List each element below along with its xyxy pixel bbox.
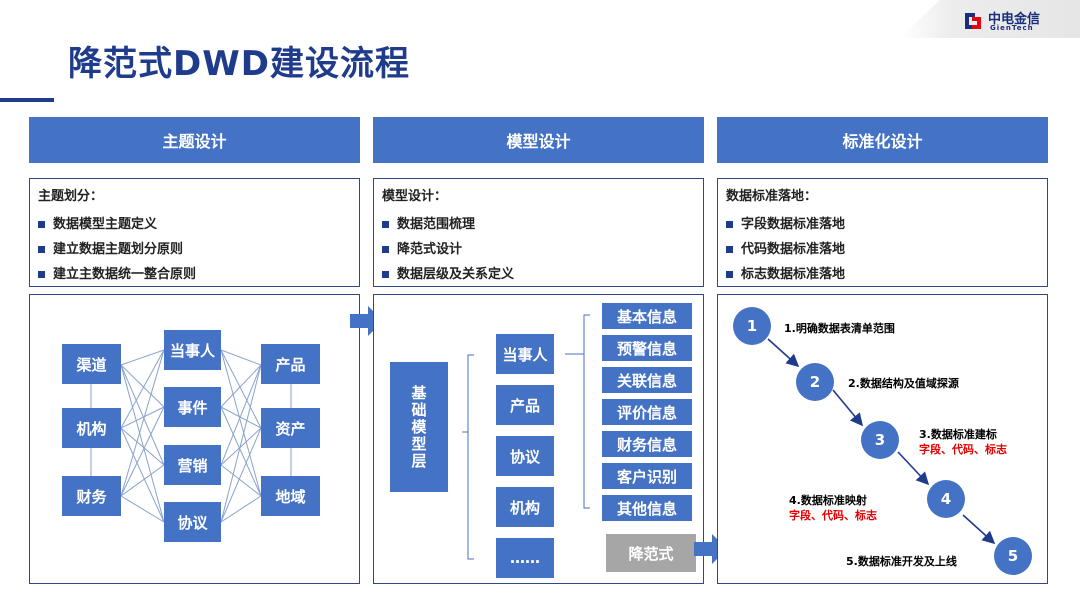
logo-text-en: GienTech <box>990 24 1034 32</box>
desc-box-model: 模型设计： 数据范围梳理 降范式设计 数据层级及关系定义 <box>373 178 704 287</box>
standard-panel: 1 1.明确数据表清单范围 2 2.数据结构及值域探源 3 3.数据标准建标 字… <box>717 294 1048 584</box>
step-number-2: 2 <box>796 363 834 401</box>
column-header-standard: 标准化设计 <box>717 117 1048 163</box>
list-item-text: 代码数据标准落地 <box>741 241 846 257</box>
logo-mark-icon <box>965 13 981 29</box>
column-header-subject: 主题设计 <box>29 117 360 163</box>
entity-institution: 机构 <box>496 487 554 527</box>
title-underline <box>0 98 54 102</box>
list-item: 数据层级及关系定义 <box>382 262 703 287</box>
list-item-text: 建立主数据统一整合原则 <box>53 266 197 282</box>
info-warning: 预警信息 <box>602 335 692 361</box>
bullet-square-icon <box>38 271 45 278</box>
company-logo: 中电金信 GienTech <box>962 8 1048 34</box>
info-other: 其他信息 <box>602 495 692 521</box>
bullet-square-icon <box>382 271 389 278</box>
list-item: 数据模型主题定义 <box>38 212 359 237</box>
node-institution: 机构 <box>62 408 121 448</box>
bullet-square-icon <box>382 246 389 253</box>
page-title: 降范式DWD建设流程 <box>68 44 410 84</box>
bullet-square-icon <box>726 271 733 278</box>
desc-title: 模型设计： <box>382 189 448 204</box>
step-number-5: 5 <box>994 537 1032 575</box>
list-item: 字段数据标准落地 <box>726 212 1047 237</box>
step-number-3: 3 <box>861 421 899 459</box>
bullet-square-icon <box>726 246 733 253</box>
list-item-text: 字段数据标准落地 <box>741 216 846 232</box>
step-number-4: 4 <box>927 480 965 518</box>
step-detail-3: 字段、代码、标志 <box>919 443 1007 456</box>
list-item-text: 数据模型主题定义 <box>53 216 158 232</box>
node-product: 产品 <box>261 344 320 384</box>
list-item: 标志数据标准落地 <box>726 262 1047 287</box>
step-number-1: 1 <box>733 307 771 345</box>
desc-title: 主题划分： <box>38 189 104 204</box>
step-label-1: 1.明确数据表清单范围 <box>784 322 895 335</box>
info-customer-id: 客户识别 <box>602 463 692 489</box>
node-region: 地域 <box>261 476 320 516</box>
base-model-layer: 基础模型层 <box>390 362 448 492</box>
bullet-square-icon <box>726 221 733 228</box>
node-channel: 渠道 <box>62 344 121 384</box>
step-detail-4: 字段、代码、标志 <box>789 509 877 522</box>
list-item-text: 降范式设计 <box>397 241 463 257</box>
bullet-square-icon <box>382 221 389 228</box>
bullet-square-icon <box>38 221 45 228</box>
node-marketing: 营销 <box>164 445 221 485</box>
list-item: 降范式设计 <box>382 237 703 262</box>
node-asset: 资产 <box>261 408 320 448</box>
list-item-text: 标志数据标准落地 <box>741 266 846 282</box>
step-label-4: 4.数据标准映射 <box>789 494 867 507</box>
model-brace-lines <box>462 314 590 560</box>
step-label-3: 3.数据标准建标 <box>919 428 997 441</box>
node-event: 事件 <box>164 387 221 427</box>
entity-product: 产品 <box>496 385 554 425</box>
node-finance: 财务 <box>62 476 121 516</box>
step-label-5: 5.数据标准开发及上线 <box>846 555 957 568</box>
bullet-square-icon <box>38 246 45 253</box>
info-basic: 基本信息 <box>602 303 692 329</box>
denormalize-box: 降范式 <box>606 534 696 572</box>
model-panel: 基础模型层 当事人 产品 协议 机构 …… 基本信息 预警信息 关联信息 评价信… <box>373 294 704 584</box>
base-model-layer-label: 基础模型层 <box>409 384 428 470</box>
desc-title: 数据标准落地： <box>726 189 818 204</box>
step-label-2: 2.数据结构及值域探源 <box>848 377 959 390</box>
list-item-text: 数据层级及关系定义 <box>397 266 515 282</box>
info-financial: 财务信息 <box>602 431 692 457</box>
node-agreement: 协议 <box>164 502 221 542</box>
desc-box-standard: 数据标准落地： 字段数据标准落地 代码数据标准落地 标志数据标准落地 <box>717 178 1048 287</box>
column-header-model: 模型设计 <box>373 117 704 163</box>
list-item: 数据范围梳理 <box>382 212 703 237</box>
entity-party: 当事人 <box>496 334 554 374</box>
list-item-text: 数据范围梳理 <box>397 216 476 232</box>
desc-box-subject: 主题划分： 数据模型主题定义 建立数据主题划分原则 建立主数据统一整合原则 <box>29 178 360 287</box>
info-relation: 关联信息 <box>602 367 692 393</box>
step-arrows <box>767 338 996 545</box>
entity-more: …… <box>496 538 554 578</box>
list-item: 代码数据标准落地 <box>726 237 1047 262</box>
info-evaluation: 评价信息 <box>602 399 692 425</box>
list-item: 建立数据主题划分原则 <box>38 237 359 262</box>
entity-agreement: 协议 <box>496 436 554 476</box>
list-item-text: 建立数据主题划分原则 <box>53 241 184 257</box>
node-party: 当事人 <box>164 330 221 370</box>
list-item: 建立主数据统一整合原则 <box>38 262 359 287</box>
subject-panel: 渠道 机构 财务 当事人 事件 营销 协议 产品 资产 地域 <box>29 294 360 584</box>
logo-text-cn: 中电金信 <box>988 12 1041 27</box>
